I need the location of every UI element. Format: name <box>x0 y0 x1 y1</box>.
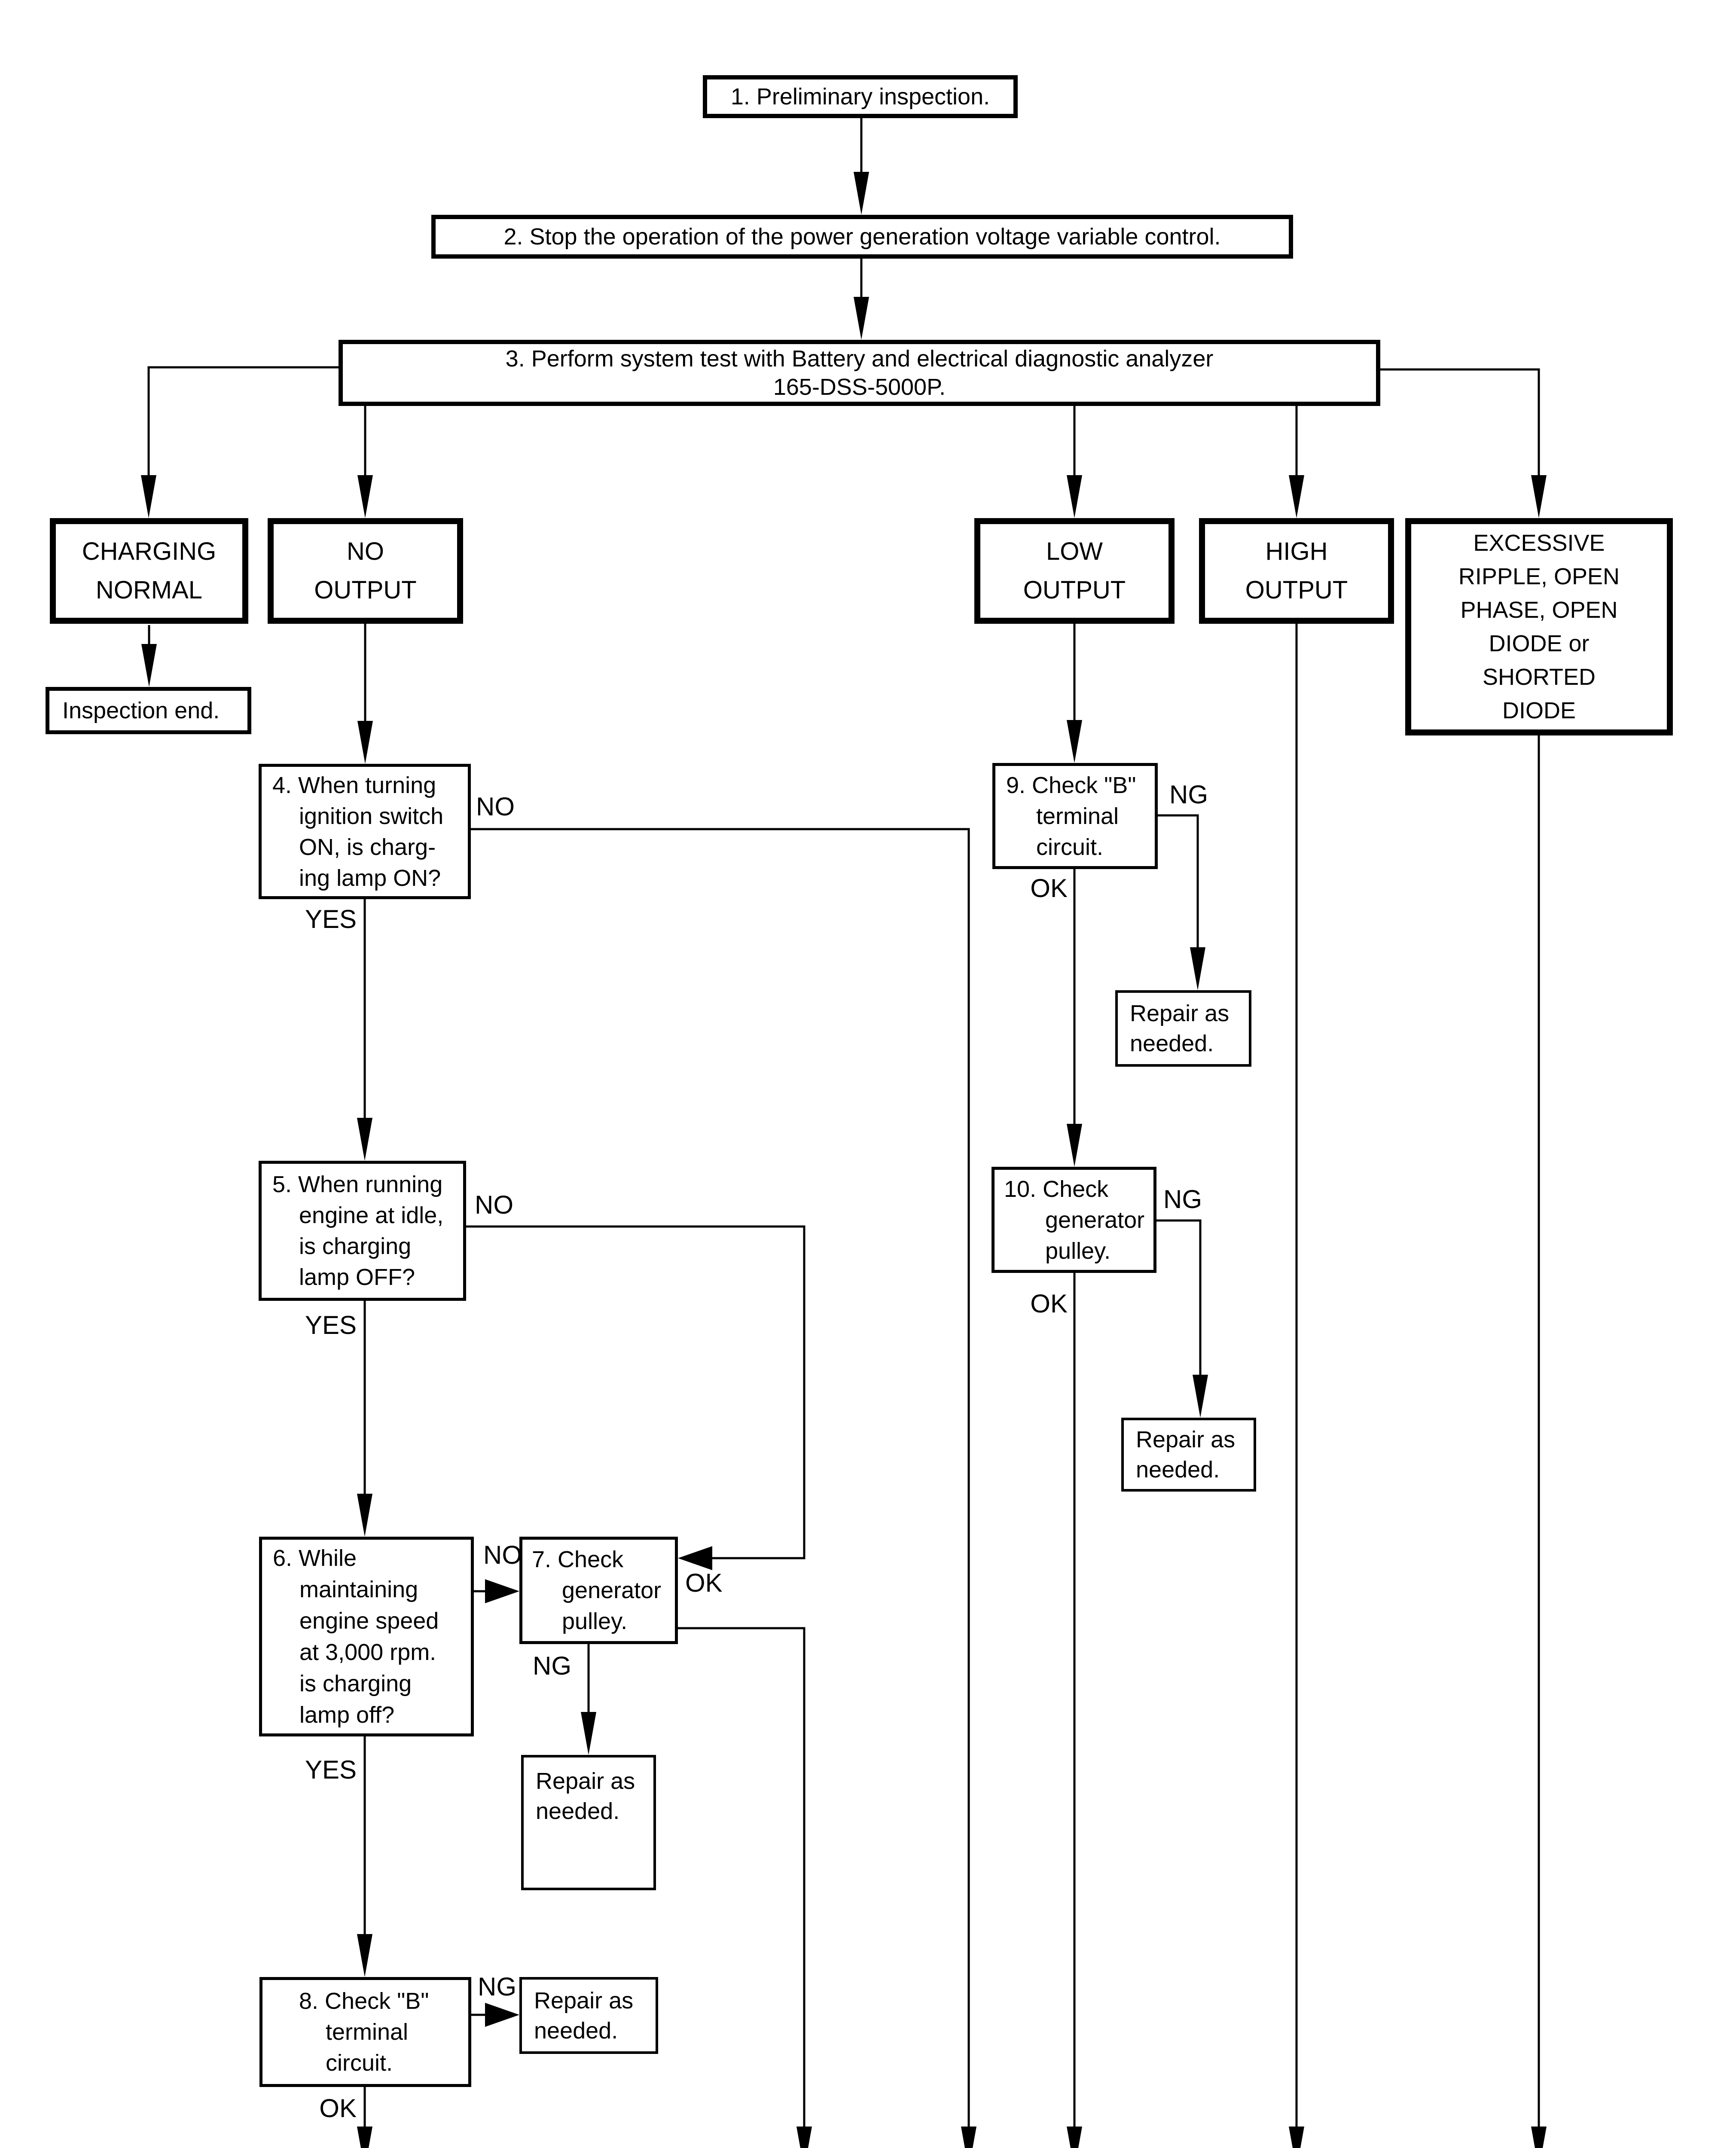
repair-box-9-label: Repair as needed. <box>1130 1001 1230 1056</box>
flow-step-4-label: 4. When turning ignition switch ON, is c… <box>272 772 444 891</box>
edge-label-step10-ng: NG <box>1163 1185 1202 1214</box>
flow-step-8: 8. Check "B" terminal circuit. <box>259 1977 471 2087</box>
edge-label-step10-ok: OK <box>1030 1289 1068 1318</box>
repair-box-7: Repair as needed. <box>521 1755 656 1890</box>
flow-step-2-label: 2. Stop the operation of the power gener… <box>503 224 1221 250</box>
edge-label-step6-no: NO <box>483 1541 522 1569</box>
flow-step-10-label: 10. Check generator pulley. <box>1004 1176 1145 1264</box>
outcome-no-output: NO OUTPUT <box>268 518 463 624</box>
edge-label-step7-ng: NG <box>533 1651 571 1680</box>
arrowhead-step6-step7 <box>485 1579 519 1603</box>
arrowhead-step1-step2 <box>854 172 869 215</box>
flow-step-7-label: 7. Check generator pulley. <box>532 1547 662 1634</box>
arrowhead-step7-repair7 <box>581 1712 596 1755</box>
arrowhead-high-output-replace <box>1289 2127 1304 2148</box>
arrowhead-step3-no-output <box>357 475 373 518</box>
arrowhead-step8-replace <box>357 2127 372 2148</box>
arrowhead-step5-step7 <box>678 1546 712 1570</box>
flow-step-5: 5. When running engine at idle, is charg… <box>259 1161 466 1301</box>
flow-step-10: 10. Check generator pulley. <box>992 1167 1156 1273</box>
edge-label-step8-ok: OK <box>319 2094 357 2123</box>
arrowhead-step7-replace <box>796 2127 812 2148</box>
arrowhead-step5-step6 <box>357 1494 372 1537</box>
arrowhead-step3-high-output <box>1289 475 1304 518</box>
arrowhead-no-output-step4 <box>357 721 373 764</box>
connector-step10-repair10-ng <box>1156 1219 1202 1377</box>
flow-step-8-label: 8. Check "B" terminal circuit. <box>299 1988 429 2076</box>
flow-step-9-label: 9. Check "B" terminal circuit. <box>1006 772 1136 860</box>
repair-box-10: Repair as needed. <box>1121 1418 1256 1492</box>
arrowhead-step4-step5 <box>357 1118 372 1161</box>
flow-step-3-label: 3. Perform system test with Battery and … <box>505 346 1214 400</box>
connector-step3-charging-normal <box>147 366 339 477</box>
edge-label-step5-no: NO <box>475 1190 513 1219</box>
flow-step-6-label: 6. While maintaining engine speed at 3,0… <box>273 1545 439 1728</box>
outcome-excessive-ripple: EXCESSIVE RIPPLE, OPEN PHASE, OPEN DIODE… <box>1405 518 1673 735</box>
arrowhead-step10-replace <box>1067 2127 1082 2148</box>
arrowhead-step9-repair9 <box>1190 947 1205 990</box>
edge-label-step5-yes: YES <box>305 1311 357 1339</box>
arrowhead-step3-low-output <box>1067 475 1082 518</box>
flow-step-3: 3. Perform system test with Battery and … <box>339 340 1380 406</box>
repair-box-7-label: Repair as needed. <box>536 1768 635 1824</box>
arrowhead-step2-step3 <box>854 297 869 340</box>
arrowhead-step10-repair10 <box>1193 1375 1208 1418</box>
outcome-charging-normal: CHARGING NORMAL <box>50 518 248 624</box>
edge-label-step8-ng: NG <box>478 1972 516 2001</box>
inspection-end-box: Inspection end. <box>46 687 251 734</box>
arrowhead-step4-replace <box>961 2127 976 2148</box>
arrowhead-step3-excessive <box>1531 475 1547 518</box>
flow-step-7: 7. Check generator pulley. <box>519 1537 678 1644</box>
flow-step-1-label: 1. Preliminary inspection. <box>730 84 990 110</box>
edge-label-step4-yes: YES <box>305 905 357 934</box>
arrowhead-step8-repair8 <box>485 2003 519 2027</box>
connector-step5-step7-no <box>466 1225 805 1559</box>
connector-step9-repair9-ng <box>1158 814 1199 949</box>
repair-box-10-label: Repair as needed. <box>1136 1427 1236 1483</box>
flow-step-1: 1. Preliminary inspection. <box>703 75 1018 118</box>
repair-box-8-label: Repair as needed. <box>534 1987 634 2044</box>
arrowhead-low-output-step9 <box>1067 720 1082 763</box>
arrowhead-excessive-replace <box>1531 2127 1547 2148</box>
edge-label-step6-yes: YES <box>305 1755 357 1784</box>
arrowhead-charging-normal-inspection-end <box>141 644 157 687</box>
outcome-no-output-label: NO OUTPUT <box>314 537 417 604</box>
outcome-low-output: LOW OUTPUT <box>974 518 1175 624</box>
outcome-charging-normal-label: CHARGING NORMAL <box>82 537 217 604</box>
outcome-high-output-label: HIGH OUTPUT <box>1245 537 1348 604</box>
edge-label-step7-ok: OK <box>685 1568 723 1597</box>
edge-label-step9-ng: NG <box>1169 780 1208 809</box>
outcome-excessive-ripple-label: EXCESSIVE RIPPLE, OPEN PHASE, OPEN DIODE… <box>1458 530 1620 723</box>
flow-step-4: 4. When turning ignition switch ON, is c… <box>259 764 471 899</box>
outcome-high-output: HIGH OUTPUT <box>1199 518 1394 624</box>
arrowhead-step9-step10 <box>1067 1124 1082 1167</box>
edge-label-step9-ok: OK <box>1030 874 1068 903</box>
arrowhead-step6-step8 <box>357 1934 372 1977</box>
connector-step7-replace-ok <box>678 1627 805 2129</box>
connector-step4-replace-no <box>471 828 970 2129</box>
outcome-low-output-label: LOW OUTPUT <box>1023 537 1126 604</box>
repair-box-9: Repair as needed. <box>1115 990 1251 1067</box>
flow-step-5-label: 5. When running engine at idle, is charg… <box>272 1172 444 1290</box>
arrowhead-step3-charging-normal <box>141 475 156 518</box>
edge-label-step4-no: NO <box>476 792 515 821</box>
repair-box-8: Repair as needed. <box>519 1977 658 2054</box>
connector-step3-excessive <box>1380 368 1540 477</box>
inspection-end-label: Inspection end. <box>62 698 220 723</box>
flow-step-6: 6. While maintaining engine speed at 3,0… <box>259 1537 474 1736</box>
flow-step-9: 9. Check "B" terminal circuit. <box>992 763 1158 869</box>
flow-step-2: 2. Stop the operation of the power gener… <box>431 215 1293 259</box>
